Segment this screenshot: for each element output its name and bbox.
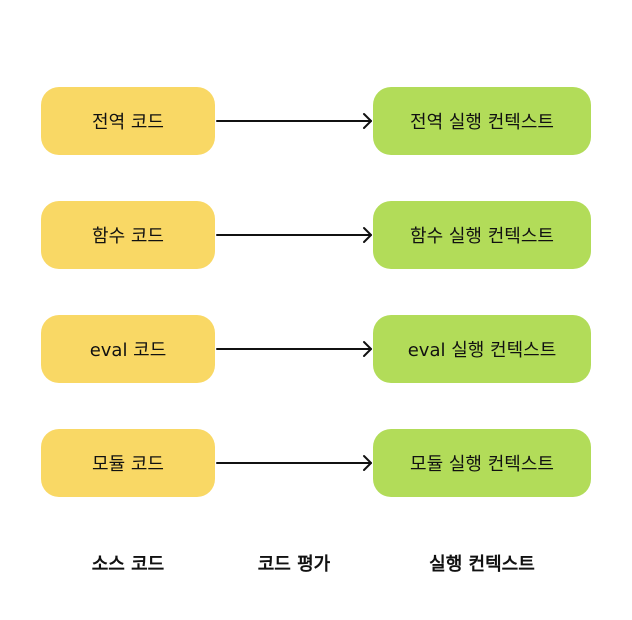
source-code-label: 전역 코드 xyxy=(92,112,164,133)
execution-context-box-eval: eval 실행 컨텍스트 xyxy=(373,315,591,383)
execution-context-box-global: 전역 실행 컨텍스트 xyxy=(373,87,591,155)
execution-context-label: eval 실행 컨텍스트 xyxy=(407,340,557,361)
execution-context-box-function: 함수 실행 컨텍스트 xyxy=(373,201,591,269)
arrow-function xyxy=(216,227,372,243)
source-code-box-module: 모듈 코드 xyxy=(41,429,215,497)
source-code-label: eval 코드 xyxy=(89,340,167,361)
footer-code-evaluation-label: 코드 평가 xyxy=(257,554,331,575)
source-code-box-function: 함수 코드 xyxy=(41,201,215,269)
source-code-box-eval: eval 코드 xyxy=(41,315,215,383)
arrow-global xyxy=(216,113,372,129)
execution-context-label: 모듈 실행 컨텍스트 xyxy=(410,454,554,475)
arrow-module xyxy=(216,455,372,471)
source-code-label: 함수 코드 xyxy=(92,226,164,247)
execution-context-label: 전역 실행 컨텍스트 xyxy=(410,112,554,133)
source-code-label: 모듈 코드 xyxy=(92,454,164,475)
execution-context-label: 함수 실행 컨텍스트 xyxy=(410,226,554,247)
execution-context-box-module: 모듈 실행 컨텍스트 xyxy=(373,429,591,497)
footer-source-code-label: 소스 코드 xyxy=(91,554,165,575)
arrow-eval xyxy=(216,341,372,357)
source-code-box-global: 전역 코드 xyxy=(41,87,215,155)
footer-execution-context-label: 실행 컨텍스트 xyxy=(429,554,535,575)
